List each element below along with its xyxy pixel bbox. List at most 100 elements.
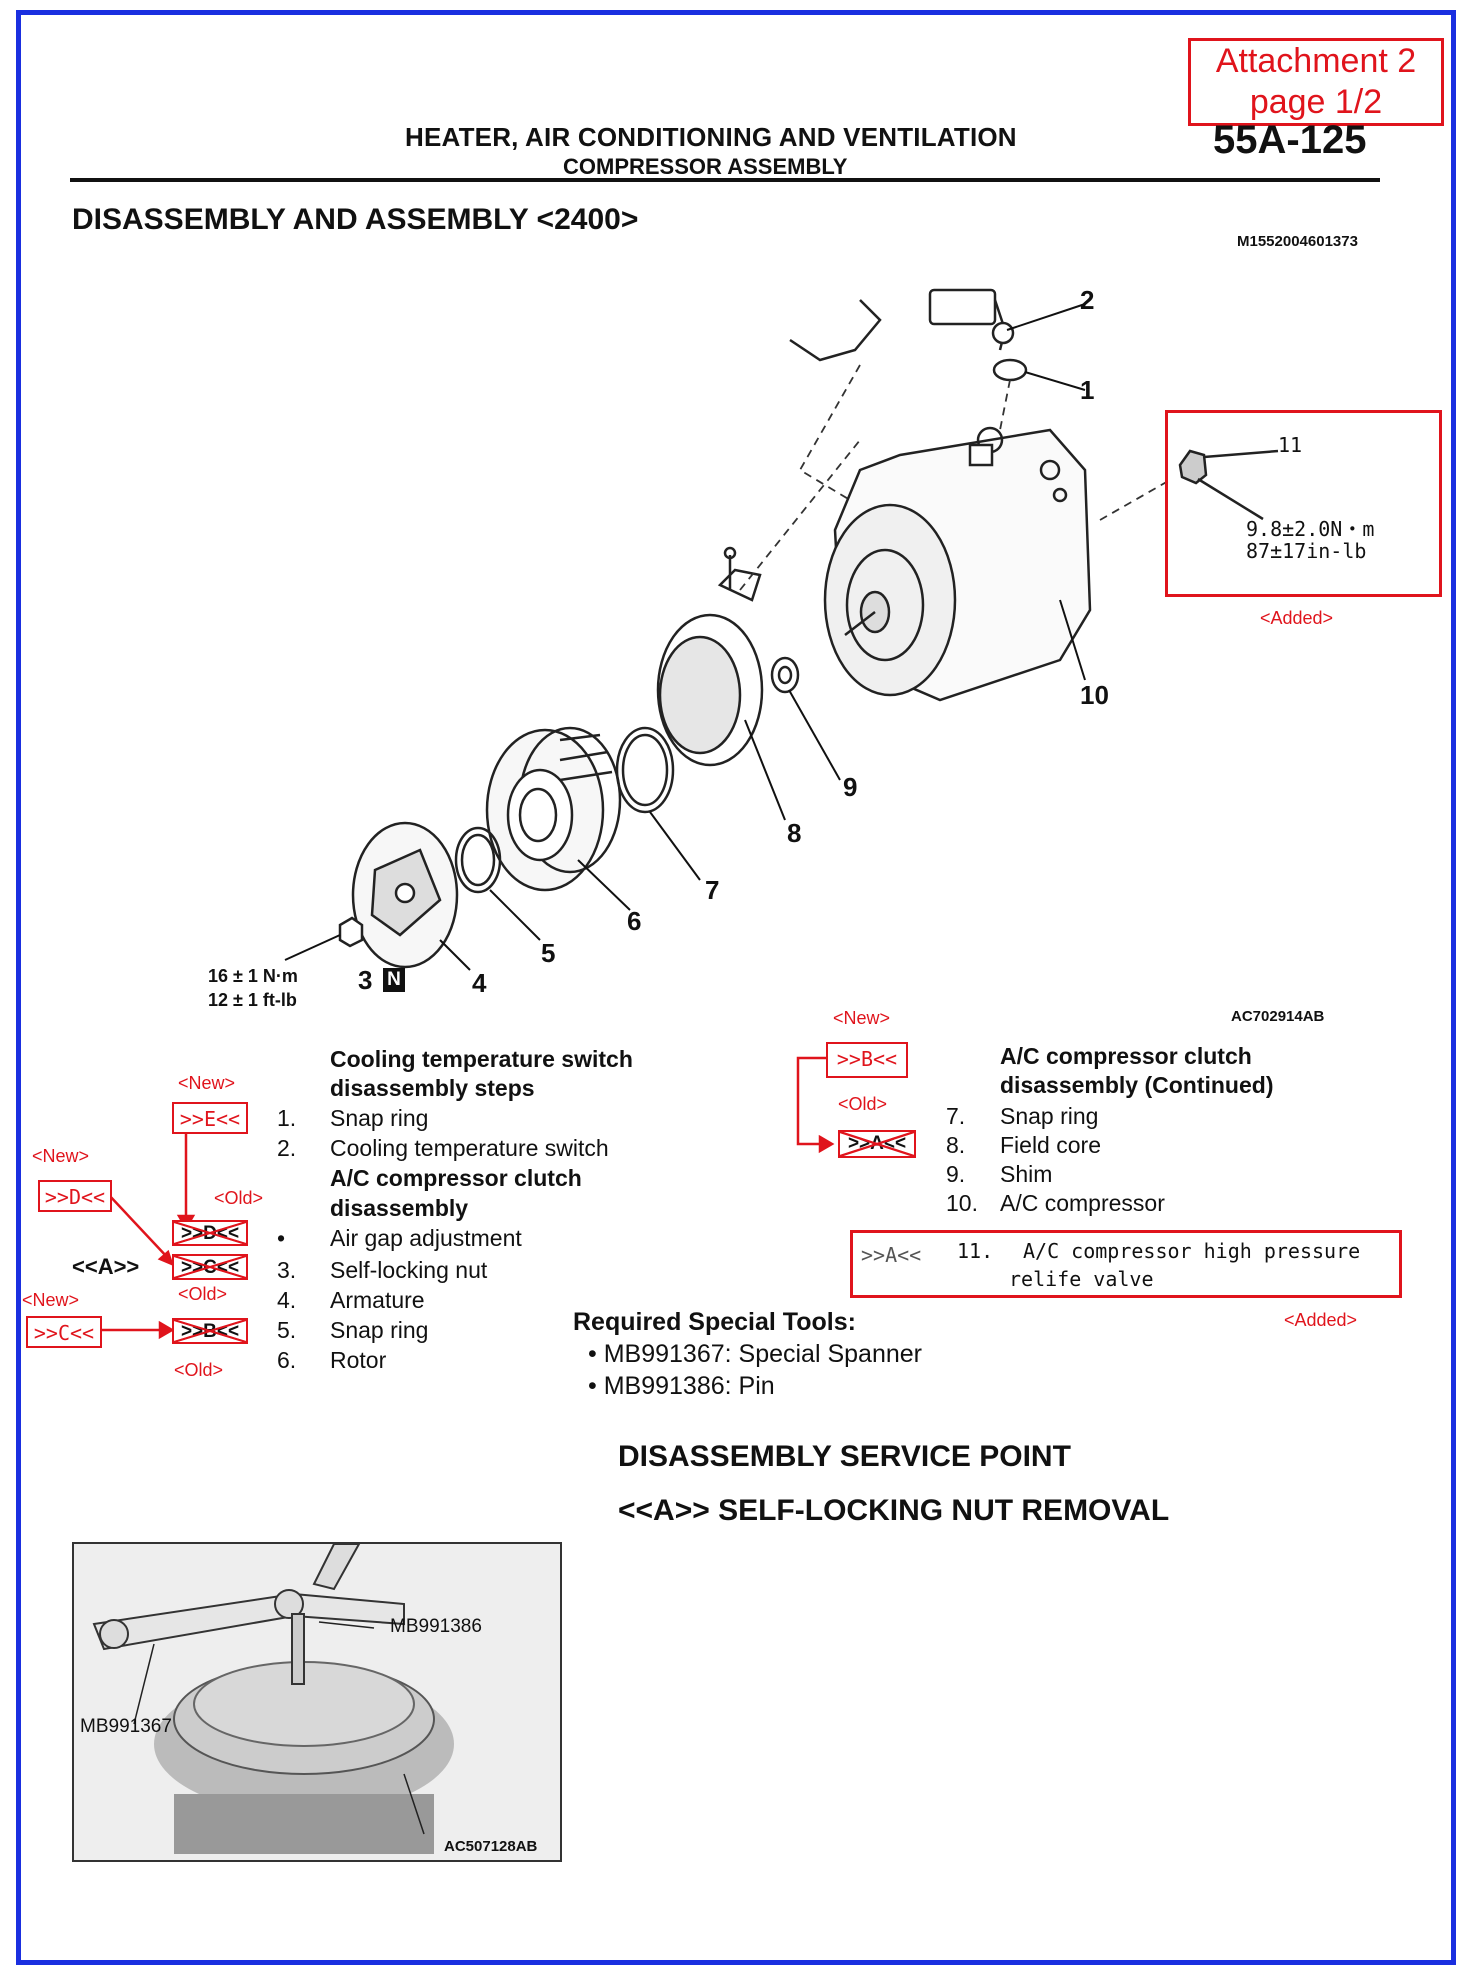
new-mark-E: >>E<< [172, 1102, 248, 1134]
compressor-front-plate [823, 503, 957, 697]
leader-4 [439, 939, 471, 971]
step-num: 1. [277, 1105, 297, 1131]
page-title: DISASSEMBLY AND ASSEMBLY <2400> [72, 203, 639, 236]
figure-id: AC702914AB [1231, 1008, 1325, 1025]
step-text: Air gap adjustment [330, 1225, 522, 1251]
old-label: <Old> [174, 1360, 224, 1380]
nut-torque-imperial: 12 ± 1 ft-lb [208, 990, 297, 1010]
self-locking-nut [338, 916, 364, 948]
new-mark-B: >>B<< [826, 1042, 908, 1078]
new-mark-D: >>D<< [38, 1180, 112, 1212]
step-text: Snap ring [330, 1105, 429, 1131]
service-point-mark-A: <<A>> [72, 1254, 140, 1279]
step-text: Self-locking nut [330, 1257, 488, 1283]
left-heading2: A/C compressor clutch [330, 1165, 582, 1191]
step-num: 5. [277, 1317, 297, 1343]
left-revision-arrows [102, 1128, 196, 1340]
left-heading1b: disassembly steps [330, 1075, 535, 1101]
step-text: Shim [1000, 1161, 1053, 1187]
leader-2 [1006, 303, 1086, 331]
added-item-box: >>A<< 11. A/C compressor high pressure r… [850, 1230, 1402, 1298]
step-text: Snap ring [1000, 1103, 1099, 1129]
leader-nut [284, 934, 341, 961]
new-label: <New> [22, 1290, 80, 1310]
step-text: Field core [1000, 1132, 1101, 1158]
tools-heading: Required Special Tools: [573, 1308, 856, 1336]
added-callout-11: 11 [1278, 433, 1303, 457]
valve-torque-imperial: 87±17in-lb [1246, 539, 1367, 563]
step-num: 7. [946, 1103, 966, 1129]
nut-torque-metric: 16 ± 1 N·m [208, 966, 298, 986]
callout-4: 4 [472, 968, 487, 998]
service-photo: MB991386 MB991367 AC507128AB [72, 1542, 562, 1862]
new-part-mark: N [383, 968, 405, 992]
leader-1 [1024, 371, 1086, 391]
callout-3: 3 [358, 965, 373, 995]
connector [928, 288, 997, 326]
old-mark-A: >>A<< [838, 1130, 916, 1158]
page-border [16, 10, 1456, 1965]
attachment-line1: Attachment 2 [1215, 42, 1417, 80]
step-num: • [277, 1225, 286, 1251]
new-label: <New> [178, 1073, 236, 1093]
step-text: A/C compressor [1000, 1190, 1165, 1216]
step-text: Rotor [330, 1347, 387, 1373]
added-item-line1: A/C compressor high pressure [1023, 1239, 1361, 1263]
service-photo-drawing [74, 1544, 560, 1860]
left-heading1: Cooling temperature switch [330, 1046, 633, 1072]
left-heading2b: disassembly [330, 1195, 469, 1221]
added-item-num: 11. [957, 1239, 994, 1263]
nut-torque: 16 ± 1 N·m 12 ± 1 ft-lb [208, 964, 298, 1012]
tool-item: • MB991367: Special Spanner [588, 1340, 922, 1368]
service-subheading: <<A>> SELF-LOCKING NUT REMOVAL [618, 1494, 1170, 1527]
added-item-mark: >>A<< [861, 1243, 922, 1267]
subsection-title: COMPRESSOR ASSEMBLY [563, 154, 848, 179]
valve-torque-metric: 9.8±2.0N・m [1246, 517, 1375, 541]
right-revision-arrow [796, 1056, 835, 1154]
leader-5 [489, 889, 541, 941]
leader-9 [788, 689, 841, 781]
old-mark-D: >>D<< [172, 1220, 248, 1246]
exploded-diagram [284, 288, 1171, 971]
step-num: 2. [277, 1135, 297, 1161]
attachment-stamp: Attachment 2 page 1/2 [1188, 38, 1444, 126]
new-mark-C: >>C<< [26, 1316, 102, 1348]
photo-label-pin: MB991386 [390, 1616, 482, 1637]
callout-6: 6 [627, 906, 642, 936]
leader-6 [577, 859, 631, 911]
step-text: Armature [330, 1287, 425, 1313]
section-title: HEATER, AIR CONDITIONING AND VENTILATION [405, 122, 1017, 152]
photo-label-spanner: MB991367 [80, 1716, 172, 1737]
snap-ring-5 [454, 826, 502, 894]
step-text: Cooling temperature switch [330, 1135, 609, 1161]
compressor-boss [845, 548, 925, 662]
added-label-list: <Added> [1284, 1310, 1358, 1330]
added-label-figure: <Added> [1260, 608, 1334, 628]
old-label: <Old> [214, 1188, 264, 1208]
callout-10: 10 [1080, 680, 1109, 710]
page-number: 55A-125 [1213, 118, 1367, 162]
attachment-line2: page 1/2 [1249, 83, 1383, 121]
right-heading1b: disassembly (Continued) [1000, 1072, 1274, 1098]
sensor-bracket [717, 568, 762, 602]
header-rule [70, 178, 1380, 182]
old-mark-C: >>C<< [172, 1254, 248, 1280]
old-mark-B: >>B<< [172, 1318, 248, 1344]
callout-7: 7 [705, 875, 720, 905]
service-heading: DISASSEMBLY SERVICE POINT [618, 1440, 1071, 1473]
temperature-switch [991, 321, 1015, 345]
leader-7 [649, 811, 701, 881]
tool-item-text: MB991386: Pin [603, 1372, 775, 1400]
step-num: 10. [946, 1190, 978, 1216]
leader-8 [744, 719, 786, 821]
added-item-line2: relife valve [1009, 1267, 1154, 1291]
callout-2: 2 [1080, 285, 1095, 315]
tool-item: • MB991386: Pin [588, 1372, 775, 1400]
snap-ring-7 [615, 726, 675, 814]
tool-item-text: MB991367: Special Spanner [603, 1340, 922, 1368]
step-num: 6. [277, 1347, 297, 1373]
step-text: Snap ring [330, 1317, 429, 1343]
shim [770, 656, 800, 694]
old-label: <Old> [838, 1094, 888, 1114]
callout-5: 5 [541, 938, 556, 968]
